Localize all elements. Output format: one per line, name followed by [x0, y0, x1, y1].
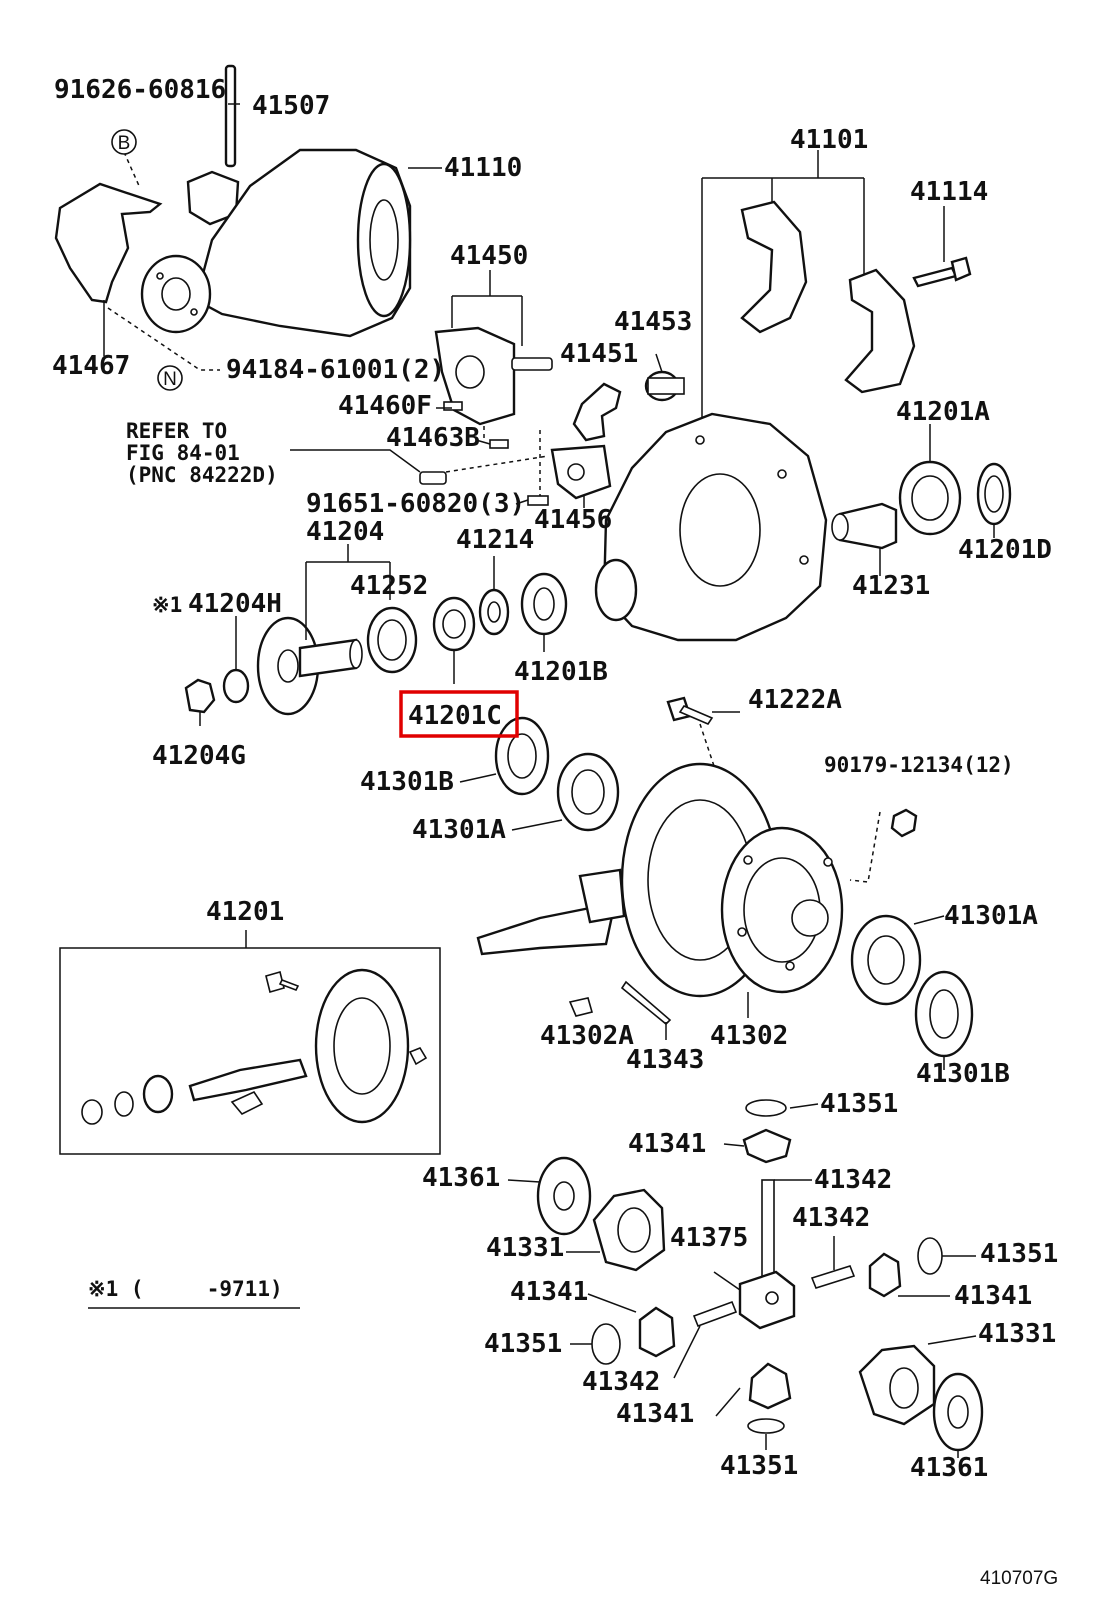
- label-41451[interactable]: 41451: [560, 339, 638, 369]
- label-41342-c[interactable]: 41342: [582, 1367, 660, 1397]
- label-41302[interactable]: 41302: [710, 1021, 788, 1051]
- marker-b: B: [111, 129, 137, 155]
- footnote-mark: ※1: [152, 593, 182, 617]
- label-41301B-left[interactable]: 41301B: [360, 767, 454, 797]
- label-41463B[interactable]: 41463B: [386, 423, 480, 453]
- ring-gear-and-case[interactable]: [476, 696, 918, 1040]
- label-41331-right[interactable]: 41331: [978, 1319, 1056, 1349]
- label-41201B[interactable]: 41201B: [514, 657, 608, 687]
- label-41341-d[interactable]: 41341: [616, 1399, 694, 1429]
- label-41467[interactable]: 41467: [52, 351, 130, 381]
- label-41252[interactable]: 41252: [350, 571, 428, 601]
- label-41507[interactable]: 41507: [252, 91, 330, 121]
- label-41201C[interactable]: 41201C: [408, 701, 502, 731]
- svg-text:N: N: [163, 369, 177, 390]
- label-41375[interactable]: 41375: [670, 1223, 748, 1253]
- label-41204G[interactable]: 41204G: [152, 741, 246, 771]
- svg-text:B: B: [118, 133, 131, 154]
- label-41342-b[interactable]: 41342: [792, 1203, 870, 1233]
- bearing-cap-set[interactable]: [701, 150, 972, 500]
- differential-carrier-assembly[interactable]: [54, 64, 412, 338]
- highlight-box: [399, 690, 519, 738]
- label-41351-c[interactable]: 41351: [484, 1329, 562, 1359]
- label-41204[interactable]: 41204: [306, 517, 384, 547]
- companion-flange-set[interactable]: [184, 544, 568, 726]
- diagram-code: 410707G: [980, 1568, 1058, 1589]
- label-41361-right[interactable]: 41361: [910, 1453, 988, 1483]
- label-91651-60820[interactable]: 91651-60820(3): [306, 489, 525, 519]
- reference-note-line2: FIG 84-01: [126, 441, 240, 465]
- label-90179-12134[interactable]: 90179-12134(12): [824, 753, 1014, 777]
- reference-note-line1: REFER TO: [126, 419, 227, 443]
- marker-n: N: [157, 365, 183, 391]
- label-41301A-left[interactable]: 41301A: [412, 815, 506, 845]
- label-41301A-right[interactable]: 41301A: [944, 901, 1038, 931]
- label-41361-left[interactable]: 41361: [422, 1163, 500, 1193]
- label-94184-61001[interactable]: 94184-61001(2): [226, 355, 445, 385]
- label-41456[interactable]: 41456: [534, 505, 612, 535]
- label-41222A[interactable]: 41222A: [748, 685, 842, 715]
- label-41201A-top[interactable]: 41201A: [896, 397, 990, 427]
- label-41301B-right[interactable]: 41301B: [916, 1059, 1010, 1089]
- label-41201[interactable]: 41201: [206, 897, 284, 927]
- label-41341-b[interactable]: 41341: [510, 1277, 588, 1307]
- label-41214[interactable]: 41214: [456, 525, 534, 555]
- footnote-text: ※1 ( -9711): [88, 1277, 283, 1301]
- label-41453[interactable]: 41453: [614, 307, 692, 337]
- label-41460F[interactable]: 41460F: [338, 391, 432, 421]
- label-41351-a[interactable]: 41351: [820, 1089, 898, 1119]
- label-41204H[interactable]: 41204H: [188, 589, 282, 619]
- label-41351-d[interactable]: 41351: [720, 1451, 798, 1481]
- label-41331-left[interactable]: 41331: [486, 1233, 564, 1263]
- label-41341-a[interactable]: 41341: [628, 1129, 706, 1159]
- side-bearing-right[interactable]: [850, 914, 974, 1070]
- label-41231[interactable]: 41231: [852, 571, 930, 601]
- label-41114[interactable]: 41114: [910, 177, 988, 207]
- label-41201D[interactable]: 41201D: [958, 535, 1052, 565]
- side-bearing-left[interactable]: [459, 716, 620, 832]
- label-41101[interactable]: 41101: [790, 125, 868, 155]
- reference-note-line3: (PNC 84222D): [126, 463, 278, 487]
- label-41450[interactable]: 41450: [450, 241, 528, 271]
- diff-lock-actuator[interactable]: [290, 270, 685, 508]
- label-41341-c[interactable]: 41341: [954, 1281, 1032, 1311]
- gear-kit-box[interactable]: [59, 930, 441, 1155]
- label-91626-60816[interactable]: 91626-60816: [54, 75, 226, 105]
- label-41343[interactable]: 41343: [626, 1045, 704, 1075]
- label-41342-a[interactable]: 41342: [814, 1165, 892, 1195]
- differential-gear-set[interactable]: [507, 1099, 984, 1458]
- label-41110[interactable]: 41110: [444, 153, 522, 183]
- differential-housing[interactable]: [594, 412, 1012, 642]
- label-41351-b[interactable]: 41351: [980, 1239, 1058, 1269]
- label-41302A[interactable]: 41302A: [540, 1021, 634, 1051]
